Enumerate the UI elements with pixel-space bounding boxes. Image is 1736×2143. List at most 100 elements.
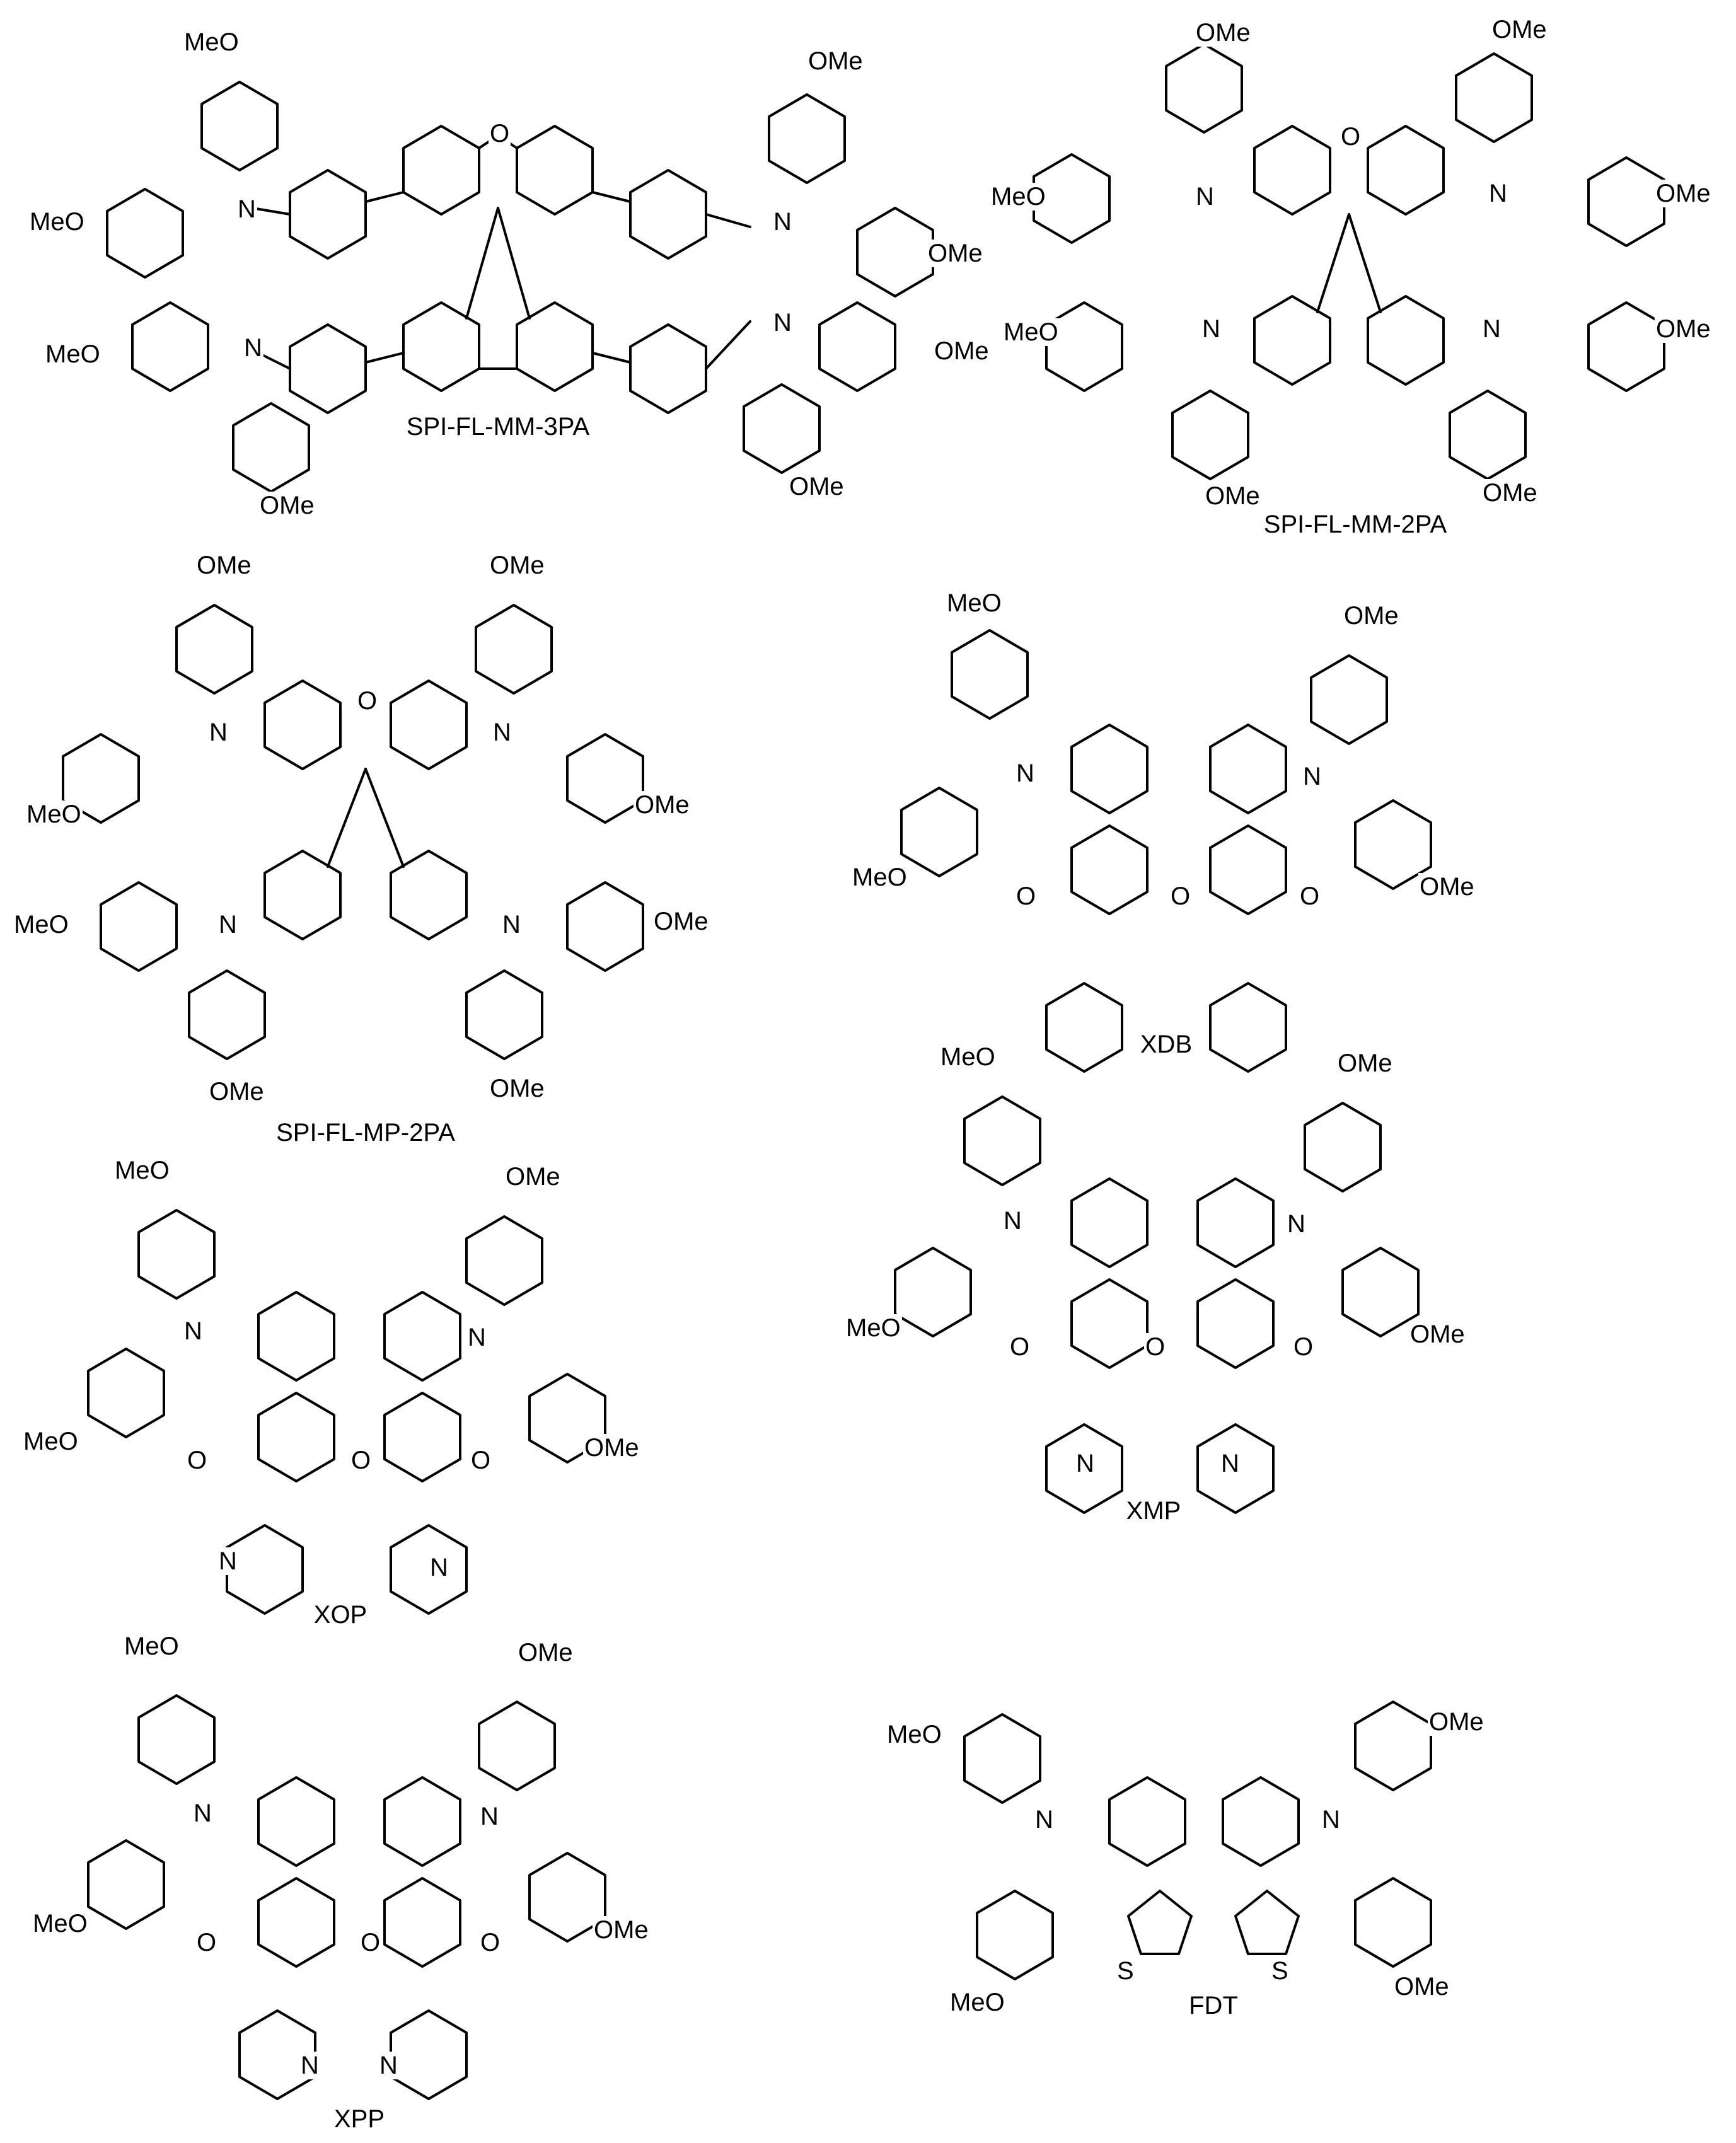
- label-ome: MeO: [183, 28, 240, 56]
- label-n: N: [299, 2052, 320, 2079]
- label-n: N: [492, 719, 512, 746]
- label-n: N: [243, 334, 263, 362]
- label-ome: MeO: [25, 800, 83, 828]
- label-n: N: [236, 195, 257, 223]
- label-ome: OMe: [1409, 1320, 1466, 1348]
- label-ome: OMe: [1481, 479, 1539, 507]
- label-o: O: [359, 1929, 382, 1956]
- label-n: N: [378, 2052, 399, 2079]
- label-ome: MeO: [28, 208, 86, 236]
- label-o: O: [1144, 1333, 1167, 1361]
- label-o: O: [1169, 882, 1192, 910]
- label-n: N: [479, 1803, 500, 1830]
- label-n: N: [772, 309, 793, 337]
- label-o: O: [470, 1447, 492, 1474]
- compound-name-spi-fl-mm-3pa: SPI-FL-MM-3PA: [406, 413, 590, 441]
- label-ome: OMe: [1491, 16, 1548, 43]
- label-n: N: [1220, 1450, 1241, 1477]
- label-n: N: [1201, 315, 1222, 343]
- label-ome: MeO: [851, 864, 908, 891]
- label-n: N: [208, 719, 229, 746]
- label-ome: OMe: [807, 47, 864, 75]
- label-s: S: [1270, 1957, 1290, 1985]
- label-ome: OMe: [1655, 180, 1712, 207]
- label-o: O: [350, 1447, 373, 1474]
- label-o: O: [1340, 123, 1362, 151]
- label-ome: OMe: [258, 492, 316, 519]
- label-ome: OMe: [1655, 315, 1712, 343]
- label-ome: OMe: [517, 1639, 574, 1666]
- label-ome: OMe: [1418, 873, 1476, 901]
- label-n: N: [1195, 183, 1215, 211]
- compound-name-xdb: XDB: [1140, 1031, 1193, 1058]
- label-o: O: [1299, 882, 1321, 910]
- label-ome: OMe: [1336, 1049, 1394, 1077]
- label-o: O: [186, 1447, 209, 1474]
- label-n: N: [429, 1554, 449, 1581]
- structure-xdb: [900, 629, 1432, 1073]
- label-n: N: [217, 1547, 238, 1575]
- label-n: N: [1034, 1806, 1055, 1834]
- label-n: N: [192, 1799, 213, 1827]
- label-n: N: [1015, 760, 1036, 787]
- label-ome: OMe: [927, 240, 984, 267]
- label-ome: OMe: [1195, 19, 1252, 47]
- label-ome: MeO: [845, 1314, 902, 1342]
- compound-name-spi-fl-mp-2pa: SPI-FL-MP-2PA: [276, 1119, 455, 1147]
- label-n: N: [217, 911, 238, 939]
- label-ome: OMe: [652, 908, 710, 935]
- label-ome: OMe: [195, 552, 253, 579]
- label-ome: OMe: [208, 1078, 265, 1106]
- label-ome: MeO: [123, 1632, 180, 1660]
- compound-name-xmp: XMP: [1126, 1497, 1181, 1525]
- label-ome: OMe: [504, 1163, 562, 1191]
- label-ome: OMe: [583, 1434, 640, 1462]
- structure-xpp: [87, 1694, 606, 2100]
- label-ome: OMe: [1393, 1973, 1450, 2001]
- compound-name-xpp: XPP: [333, 2105, 385, 2133]
- label-ome: OMe: [489, 552, 546, 579]
- label-ome: OMe: [593, 1916, 650, 1944]
- structure-xop: [87, 1209, 606, 1615]
- label-ome: MeO: [990, 183, 1047, 211]
- label-ome: OMe: [1428, 1708, 1485, 1736]
- label-ome: OMe: [634, 791, 691, 819]
- label-ome: MeO: [946, 589, 1003, 617]
- label-o: O: [356, 687, 379, 715]
- label-ome: MeO: [939, 1043, 997, 1071]
- label-ome: MeO: [949, 1989, 1006, 2016]
- label-o: O: [1009, 1333, 1031, 1361]
- label-n: N: [1302, 763, 1322, 790]
- label-n: N: [1488, 180, 1508, 207]
- label-o: O: [479, 1929, 502, 1956]
- label-ome: MeO: [113, 1157, 171, 1184]
- label-n: N: [1286, 1210, 1307, 1238]
- label-o: O: [1292, 1333, 1315, 1361]
- label-ome: OMe: [1204, 482, 1261, 510]
- label-ome: OMe: [1343, 602, 1400, 630]
- label-n: N: [1075, 1450, 1096, 1477]
- label-ome: MeO: [32, 1910, 89, 1938]
- label-n: N: [1002, 1207, 1023, 1235]
- label-o: O: [195, 1929, 218, 1956]
- label-ome: MeO: [1002, 318, 1060, 346]
- label-ome: MeO: [22, 1428, 79, 1455]
- label-o: O: [489, 120, 511, 147]
- label-ome: MeO: [886, 1721, 943, 1748]
- label-ome: OMe: [489, 1075, 546, 1102]
- label-n: N: [183, 1317, 204, 1345]
- compound-name-fdt: FDT: [1189, 1992, 1238, 2019]
- label-o: O: [1015, 882, 1038, 910]
- structure-fdt: [963, 1701, 1432, 1980]
- label-n: N: [772, 208, 793, 236]
- compound-name-xop: XOP: [313, 1601, 367, 1629]
- compound-name-spi-fl-mm-2pa: SPI-FL-MM-2PA: [1263, 511, 1447, 538]
- label-n: N: [501, 911, 522, 939]
- label-n: N: [1321, 1806, 1341, 1834]
- label-ome: OMe: [788, 473, 845, 500]
- label-ome: MeO: [44, 340, 101, 368]
- label-n: N: [1481, 315, 1502, 343]
- structure-spi-fl-mp-2pa: [62, 604, 644, 1060]
- structure-xmp: [894, 1095, 1420, 1514]
